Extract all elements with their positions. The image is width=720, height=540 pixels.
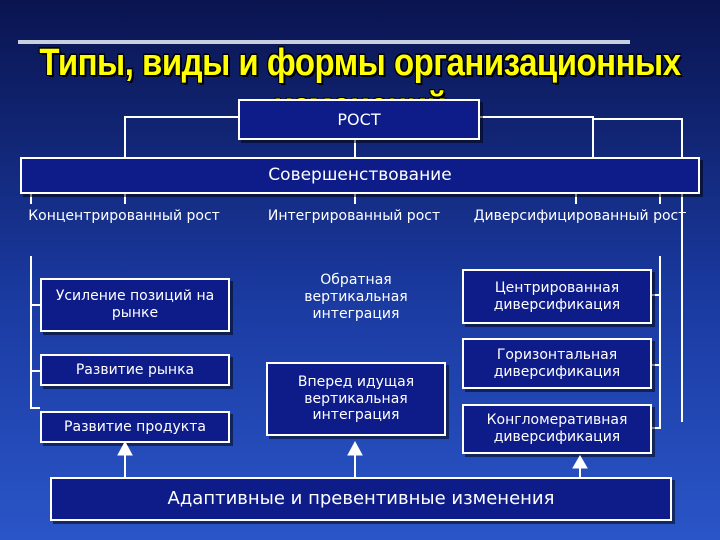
connector [124,116,238,118]
market-position-box: Усиление позиций на рынке [40,278,230,332]
arrow-center-head [347,440,363,456]
connector [354,194,356,204]
connector [575,194,577,204]
arrow-right-head [572,455,588,469]
product-development-box: Развитие продукта [40,411,230,443]
connector [659,256,661,428]
connector [681,118,683,422]
growth-box: РОСТ [238,99,480,140]
backward-integration-label: Обратная вертикальная интеграция [304,272,408,322]
conglomerate-diversification-box: Конгломеративная диверсификация [462,404,652,454]
connector [651,364,661,366]
connector [651,294,661,296]
connector [480,116,594,118]
connector [124,116,126,159]
market-development-box: Развитие рынка [40,354,230,386]
connector [651,427,661,429]
connector [30,256,32,408]
adaptive-changes-box: Адаптивные и превентивные изменения [50,477,672,521]
arrow-left-head [117,440,133,456]
connector [30,407,40,409]
connector [30,304,40,306]
connector [124,194,126,204]
forward-integration-box: Вперед идущая вертикальная интеграция [266,362,446,436]
column-header-diversified: Диверсифицированный рост [473,208,687,224]
connector [354,140,356,159]
improvement-box: Совершенствование [20,157,700,194]
connector [659,194,661,204]
connector [592,118,682,120]
horizontal-diversification-box: Горизонтальная диверсификация [462,338,652,389]
connector [30,194,32,204]
column-header-concentrated: Концентрированный рост [28,208,220,224]
connector [30,370,40,372]
centered-diversification-box: Центрированная диверсификация [462,269,652,324]
top-rule [18,40,630,44]
column-header-integrated: Интегрированный рост [267,208,441,224]
connector [592,116,594,159]
